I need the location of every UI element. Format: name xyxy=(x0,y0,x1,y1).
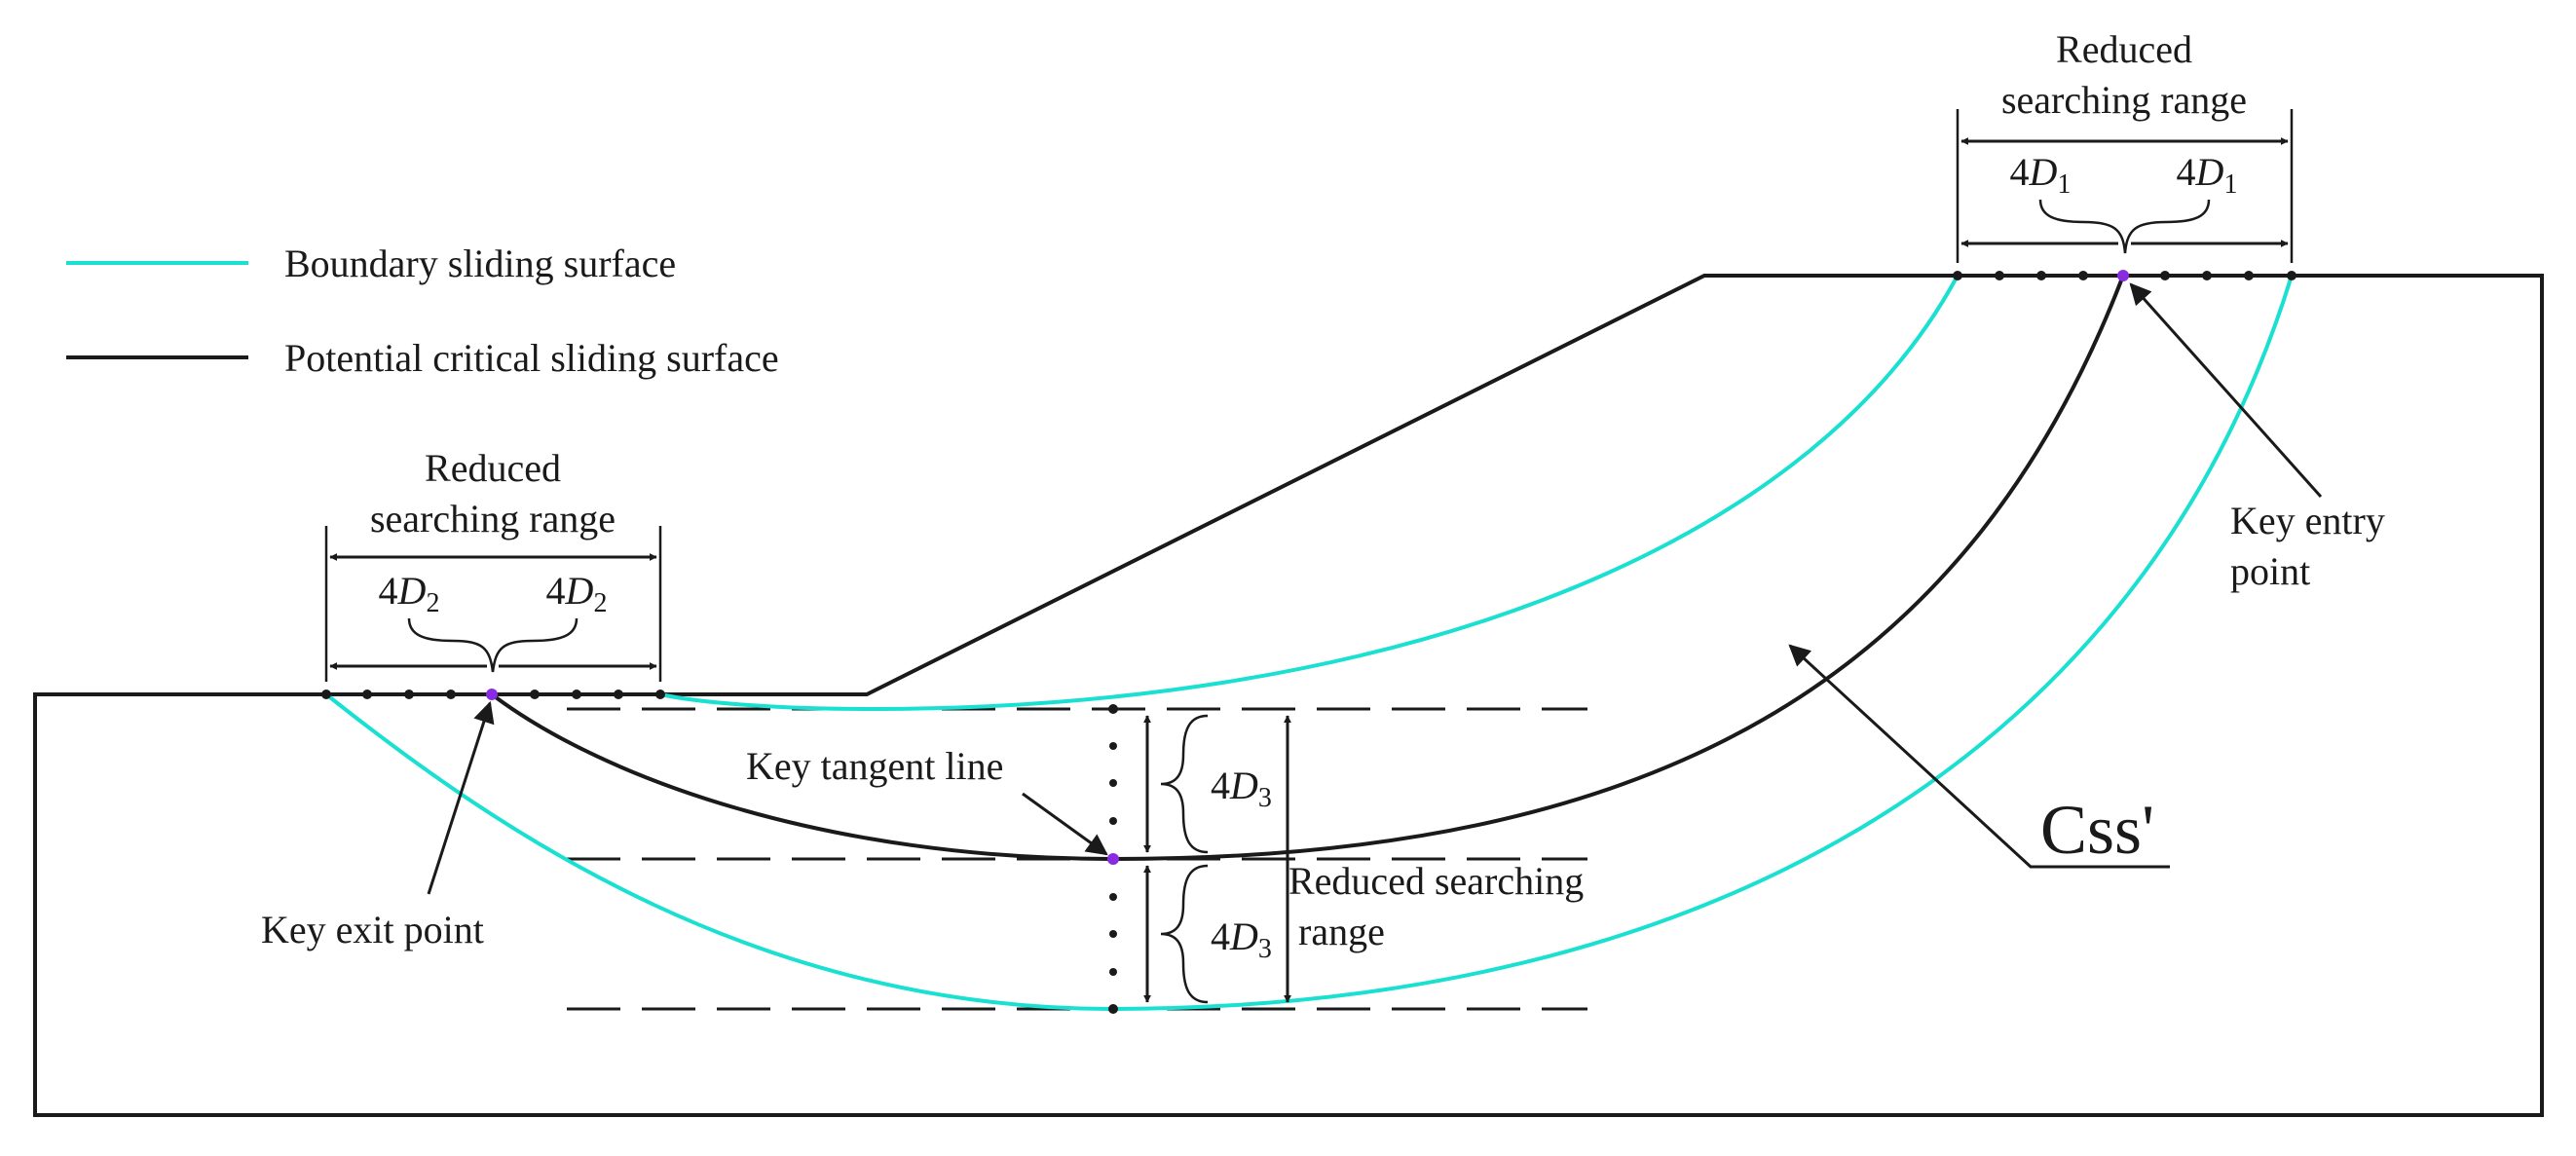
css-label: Css' xyxy=(2040,791,2154,869)
key-entry-label-line2: point xyxy=(2230,549,2310,593)
legend-boundary-label: Boundary sliding surface xyxy=(284,242,676,285)
boundary-surface-upper xyxy=(659,275,1960,712)
boundary-surface-lower xyxy=(324,275,2294,1012)
key-entry-label-line1: Key entry xyxy=(2230,499,2385,542)
css-callout: Css' xyxy=(1788,644,2170,869)
mid-range-label-line1: Reduced searching xyxy=(1288,859,1584,903)
right-range-label-line2: searching range xyxy=(2001,78,2247,122)
left-dim-right-label: 4D2 xyxy=(546,569,608,618)
left-range-dimension: Reduced searching range 4D2 4D2 xyxy=(324,446,662,682)
left-range-label-line1: Reduced xyxy=(425,446,561,490)
mid-range-label-line2: range xyxy=(1298,910,1385,953)
tangent-search-points xyxy=(1108,704,1118,1014)
entry-search-points xyxy=(1953,271,2296,280)
legend-critical-label: Potential critical sliding surface xyxy=(284,336,779,380)
right-dim-right-label: 4D1 xyxy=(2177,150,2238,200)
lower-d3-label: 4D3 xyxy=(1211,914,1272,964)
vertical-range-dimension: 4D3 4D3 Reduced searching range xyxy=(1143,714,1584,1004)
right-dim-left-label: 4D1 xyxy=(2010,150,2072,200)
upper-d3-brace xyxy=(1160,714,1209,854)
critical-sliding-surface xyxy=(490,275,2125,862)
right-range-brace xyxy=(2038,199,2211,254)
key-tangent-point-marker xyxy=(1107,853,1119,865)
legend: Boundary sliding surface Potential criti… xyxy=(66,242,779,380)
lower-d3-brace xyxy=(1160,864,1209,1004)
key-tangent-label: Key tangent line xyxy=(746,744,1003,788)
slope-outline xyxy=(33,274,2544,1117)
right-range-dimension: Reduced searching range 4D1 4D1 xyxy=(1956,27,2294,263)
exit-search-points xyxy=(321,690,665,699)
key-exit-label: Key exit point xyxy=(261,908,484,951)
key-exit-point-marker xyxy=(486,689,498,700)
key-entry-point-marker xyxy=(2117,270,2129,281)
left-dim-left-label: 4D2 xyxy=(379,569,440,618)
left-range-brace xyxy=(407,617,579,673)
right-range-label-line1: Reduced xyxy=(2056,27,2192,71)
left-range-label-line2: searching range xyxy=(370,497,616,541)
key-exit-callout: Key exit point xyxy=(261,700,495,951)
key-entry-callout: Key entry point xyxy=(2129,282,2385,593)
key-tangent-callout: Key tangent line xyxy=(746,744,1108,856)
upper-d3-label: 4D3 xyxy=(1211,764,1272,813)
